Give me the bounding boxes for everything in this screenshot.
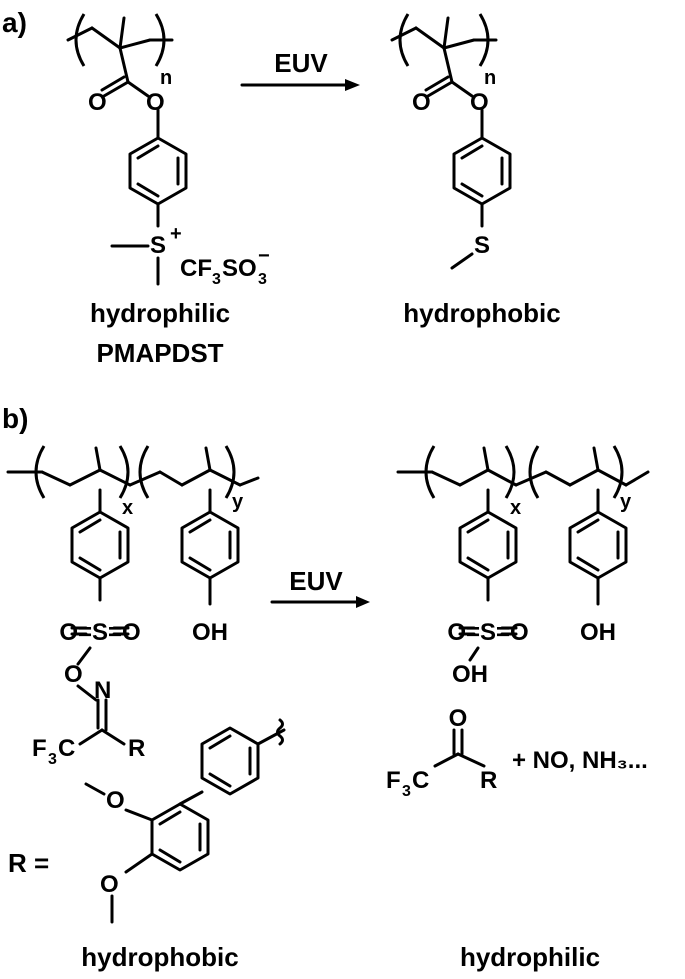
repeat-bracket-left <box>74 13 86 67</box>
subscript-y: y <box>232 491 244 513</box>
svg-text:−: − <box>258 245 270 267</box>
positive-charge: + <box>170 223 182 245</box>
ketone-oxygen: O <box>449 705 468 732</box>
svg-text:F: F <box>386 767 401 794</box>
svg-text:3: 3 <box>258 271 267 288</box>
svg-text:3: 3 <box>48 751 57 768</box>
pag-copolymer-structure <box>6 445 260 746</box>
phenol-oh-product: OH <box>580 619 616 646</box>
dimethoxybiphenyl-structure <box>84 718 286 924</box>
triflate-counterion: CF 3 SO 3 − <box>180 245 270 288</box>
sulfonyl-group: O=S=O <box>59 619 140 646</box>
repeat-subscript-n: n <box>160 67 172 89</box>
panel-b-right-property-label: hydrophilic <box>460 942 600 972</box>
product-a-property-label: hydrophobic <box>403 298 560 328</box>
cf3-group-reactant: F 3 C <box>32 735 75 768</box>
cf3-group-product: F 3 C <box>386 767 429 800</box>
r-group-label: R <box>128 735 145 762</box>
svg-text:3: 3 <box>212 271 221 288</box>
product-a-structure <box>390 13 512 270</box>
svg-text:CF: CF <box>180 255 212 282</box>
svg-text:C: C <box>412 767 429 794</box>
svg-text:F: F <box>32 735 47 762</box>
phenol-oh: OH <box>192 619 228 646</box>
subscript-x-product: x <box>510 497 521 519</box>
svg-text:C: C <box>58 735 75 762</box>
sulfonic-acid-copolymer-structure <box>396 445 650 662</box>
panel-b-label: b) <box>2 403 28 434</box>
thioether-sulfur: S <box>474 232 490 259</box>
byproducts-label: + NO, NH₃... <box>512 747 648 774</box>
euv-label-b: EUV <box>289 566 343 596</box>
methoxy-oxygen-1: O <box>106 787 125 814</box>
panel-b-left-property-label: hydrophobic <box>81 942 238 972</box>
ester-oxygen: O <box>146 89 165 116</box>
attachment-wavy-bond <box>276 718 284 746</box>
sulfonium-sulfur: S <box>150 232 166 259</box>
oxime-nitrogen: N <box>94 677 111 704</box>
pmapdst-property-label: hydrophilic <box>90 298 230 328</box>
r-group-label-product: R <box>480 767 497 794</box>
euv-label-a: EUV <box>274 48 328 78</box>
svg-text:SO: SO <box>222 255 257 282</box>
repeat-bracket-left-product <box>398 13 410 67</box>
methoxy-oxygen-2: O <box>100 871 119 898</box>
r-equals-label: R = <box>8 848 49 878</box>
carbonyl-oxygen: O <box>88 89 107 116</box>
repeat-subscript-n-product: n <box>484 67 496 89</box>
carbonyl-oxygen-product: O <box>412 89 431 116</box>
trifluoroacetyl-ketone <box>433 728 486 768</box>
euv-arrow-a <box>240 79 360 91</box>
oxime-oxygen: O <box>64 661 83 688</box>
panel-a-label: a) <box>2 7 27 38</box>
subscript-y-product: y <box>620 491 632 513</box>
euv-arrow-b <box>270 596 370 608</box>
pmapdst-name-label: PMAPDST <box>96 338 223 368</box>
sulfonyl-group-product: O=S=O <box>447 619 528 646</box>
subscript-x: x <box>122 497 133 519</box>
sulfonic-acid-oh: OH <box>452 661 488 688</box>
svg-text:3: 3 <box>402 783 411 800</box>
ester-oxygen-product: O <box>470 89 489 116</box>
pmapdst-structure <box>66 13 188 286</box>
